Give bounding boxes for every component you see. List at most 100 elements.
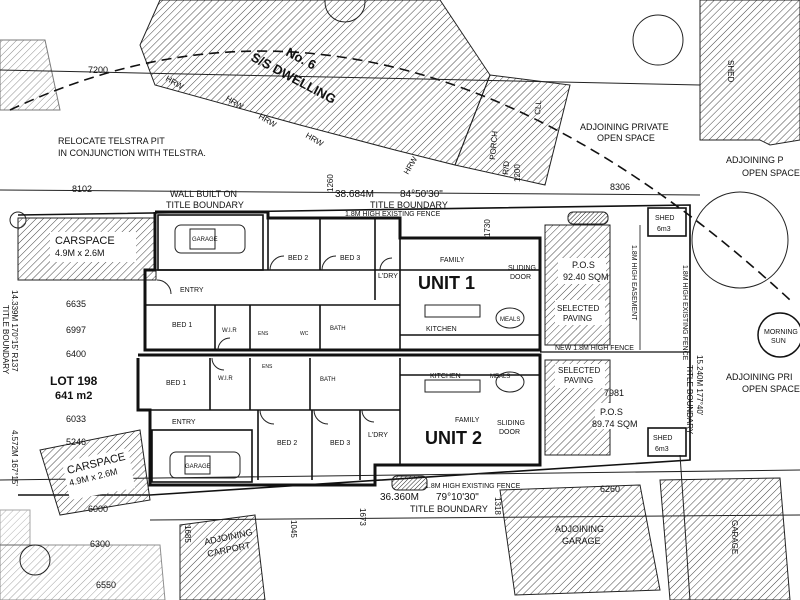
tree-icon	[9, 0, 789, 576]
dim-6400: 6400	[66, 349, 86, 359]
kitchen-island-icon	[424, 304, 481, 393]
car-icon	[169, 224, 246, 479]
open-space-a-1: ADJOINING PRIVATE	[580, 122, 669, 132]
adjoining-garage-1: ADJOINING	[555, 524, 604, 534]
rain-tank	[567, 211, 609, 225]
dim-6635: 6635	[66, 299, 86, 309]
unit2-pos-1: P.O.S	[600, 407, 623, 417]
dim-1318: 1318	[493, 497, 502, 515]
dim-6997: 6997	[66, 325, 86, 335]
telstra-note-1: RELOCATE TELSTRA PIT	[58, 136, 165, 146]
boundary-bottom-label: TITLE BOUNDARY	[410, 504, 488, 514]
unit1-sliding-1: SLIDING	[508, 265, 536, 272]
open-space-c-1: ADJOINING PRI	[726, 372, 793, 382]
open-space-c-2: OPEN SPACE	[742, 384, 800, 394]
dim-6260: 6260	[600, 484, 620, 494]
dim-8102: 8102	[72, 184, 92, 194]
shed-right-label: SHED	[726, 60, 735, 82]
paving-unit1	[544, 224, 611, 346]
unit1-entry: ENTRY	[180, 287, 204, 294]
fence-right-note: 1.8M HIGH EXISTING FENCE	[681, 265, 688, 361]
wall-note-2: TITLE BOUNDARY	[166, 200, 244, 210]
unit2-partitions	[138, 358, 540, 483]
rain-tank-bottom	[391, 475, 428, 491]
unit2-entry: ENTRY	[172, 419, 196, 426]
unit1-kitchen: KITCHEN	[426, 326, 457, 333]
unit2-bath: BATH	[320, 377, 336, 383]
unit2-paving-2: PAVING	[564, 376, 593, 385]
unit2-title: UNIT 2	[425, 428, 482, 448]
unit2-ldry: L'DRY	[368, 432, 388, 439]
boundary-top-label: TITLE BOUNDARY	[370, 200, 448, 210]
unit1-bed1: BED 1	[172, 322, 192, 329]
lot-area: 641 m2	[55, 390, 92, 402]
adjoining-garage-right: GARAGE	[730, 520, 739, 554]
boundary-bottom-bearing: 79°10'30"	[436, 492, 479, 503]
boundary-bottom-length: 36.360M	[380, 492, 419, 503]
unit1-pos-1: P.O.S	[572, 260, 595, 270]
unit2-paving-1: SELECTED	[558, 366, 600, 375]
dim-1673: 1673	[358, 508, 367, 526]
neighbour-dwelling	[0, 0, 571, 186]
unit2-bed2: BED 2	[277, 440, 297, 447]
boundary-top-length: 38.684M	[335, 189, 374, 200]
fence-easement-note: 1.8M HIGH EASEMENT	[630, 245, 637, 321]
unit1-shed-2: 6m3	[657, 226, 671, 233]
unit1-shed-1: SHED	[655, 215, 674, 222]
unit1-paving-2: PAVING	[563, 314, 592, 323]
unit2-shed-1: SHED	[653, 435, 672, 442]
morning-sun-1: MORNING	[764, 329, 798, 336]
fence-top-note: 1.8M HIGH EXISTING FENCE	[345, 211, 441, 218]
open-space-b-2: OPEN SPACE	[742, 168, 800, 178]
right-boundary-2: TITLE BOUNDARY	[685, 365, 694, 435]
unit1-partitions	[145, 214, 540, 350]
unit1-garage: GARAGE	[192, 237, 218, 243]
unit2-sliding-2: DOOR	[499, 429, 520, 436]
fence-new-note: NEW 1.8M HIGH FENCE	[555, 345, 634, 352]
hrw-4: HRW	[304, 131, 325, 148]
unit2-meals: MEALS	[490, 374, 510, 380]
porch-label: PORCH	[488, 130, 500, 160]
dim-6550: 6550	[96, 580, 116, 590]
right-boundary-1: 15.240M 177°40'	[695, 355, 704, 416]
left-boundary-top: 14.339M 170°15' R137	[10, 290, 19, 372]
rd-label: R/D	[501, 160, 511, 175]
shed-unit2	[647, 427, 687, 457]
dim-1200: 1200	[513, 164, 522, 182]
unit1-bed2: BED 2	[288, 255, 308, 262]
neighbour-bottom	[0, 477, 791, 600]
unit1-bed3: BED 3	[340, 255, 360, 262]
boundary-top-bearing: 84°50'30"	[400, 189, 443, 200]
unit2-bed3: BED 3	[330, 440, 350, 447]
unit1-bath: BATH	[330, 326, 346, 332]
dim-1730: 1730	[483, 219, 492, 237]
unit2-shed-2: 6m3	[655, 446, 669, 453]
unit2-bed1: BED 1	[166, 380, 186, 387]
unit2-ens: ENS	[262, 364, 273, 370]
dim-7200: 7200	[88, 65, 108, 75]
unit1-pos-2: 92.40 SQM	[563, 272, 609, 282]
unit1-sliding-2: DOOR	[510, 274, 531, 281]
unit1-wir: W.I.R	[222, 328, 237, 334]
sun-path-arc	[9, 50, 791, 301]
left-boundary-bottom: 4.572M 167°15'	[10, 430, 19, 486]
dim-7981: 7981	[604, 388, 624, 398]
unit2-family: FAMILY	[455, 417, 480, 424]
door-swing-icon	[156, 255, 393, 425]
morning-sun-icon	[757, 312, 800, 358]
telstra-note-2: IN CONJUNCTION WITH TELSTRA.	[58, 148, 206, 158]
dim-1260: 1260	[326, 174, 335, 192]
meals-table-icon	[495, 307, 525, 393]
unit1-family: FAMILY	[440, 257, 465, 264]
unit2-sliding-1: SLIDING	[497, 420, 525, 427]
unit1-ens: ENS	[258, 331, 269, 337]
lot-number: LOT 198	[50, 374, 98, 388]
unit2-pos-2: 89.74 SQM	[592, 419, 638, 429]
neighbour-right-top	[699, 0, 800, 146]
dim-6033: 6033	[66, 414, 86, 424]
shed-unit1	[647, 207, 687, 237]
dim-1045: 1045	[289, 520, 298, 538]
fence-bottom-note: 1.8M HIGH EXISTING FENCE	[425, 483, 521, 490]
dim-1685: 1685	[183, 525, 192, 543]
